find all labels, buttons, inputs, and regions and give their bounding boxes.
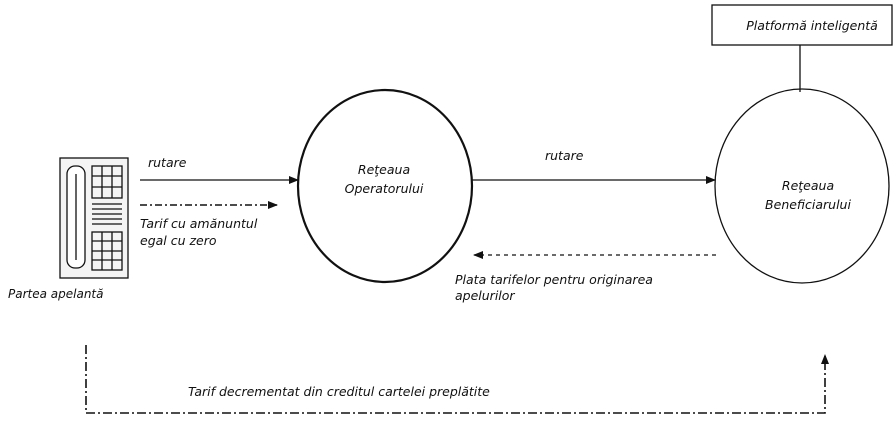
beneficiary-network-ellipse [714,88,890,284]
retail-tariff-label-line2: egal cu zero [140,233,217,248]
retail-tariff-edge: Tarif cu amănuntul egal cu zero [140,201,278,248]
operator-network-label-line1: Reţeaua [358,162,410,177]
operator-network-node: Reţeaua Operatorului [296,88,474,284]
operator-network-ellipse [296,88,474,284]
platform-box [711,4,893,46]
intelligent-platform-node: Platformă inteligentă [711,4,893,46]
beneficiary-network-node: Reţeaua Beneficiarului [714,88,890,284]
beneficiary-network-label-line1: Reţeaua [782,178,834,193]
routing-edge-right: rutare [472,148,716,184]
prepaid-arrow [85,345,829,414]
caller-label: Partea apelantă [8,287,103,301]
payment-label-line1: Plata tarifelor pentru originarea [455,272,653,287]
prepaid-label: Tarif decrementat din creditul cartelei … [188,384,490,399]
routing-label-right: rutare [545,148,584,163]
telephone-icon [59,157,129,279]
payment-label-line2: apelurilor [455,288,515,303]
platform-label: Platformă inteligentă [746,18,878,33]
payment-edge: Plata tarifelor pentru originarea apelur… [455,251,716,303]
prepaid-edge: Tarif decrementat din creditul cartelei … [85,345,829,414]
routing-label-left: rutare [148,155,187,170]
retail-tariff-label-line1: Tarif cu amănuntul [140,216,258,231]
beneficiary-network-label-line2: Beneficiarului [765,197,851,212]
routing-edge-left: rutare [140,155,299,184]
operator-network-label-line2: Operatorului [345,181,424,196]
